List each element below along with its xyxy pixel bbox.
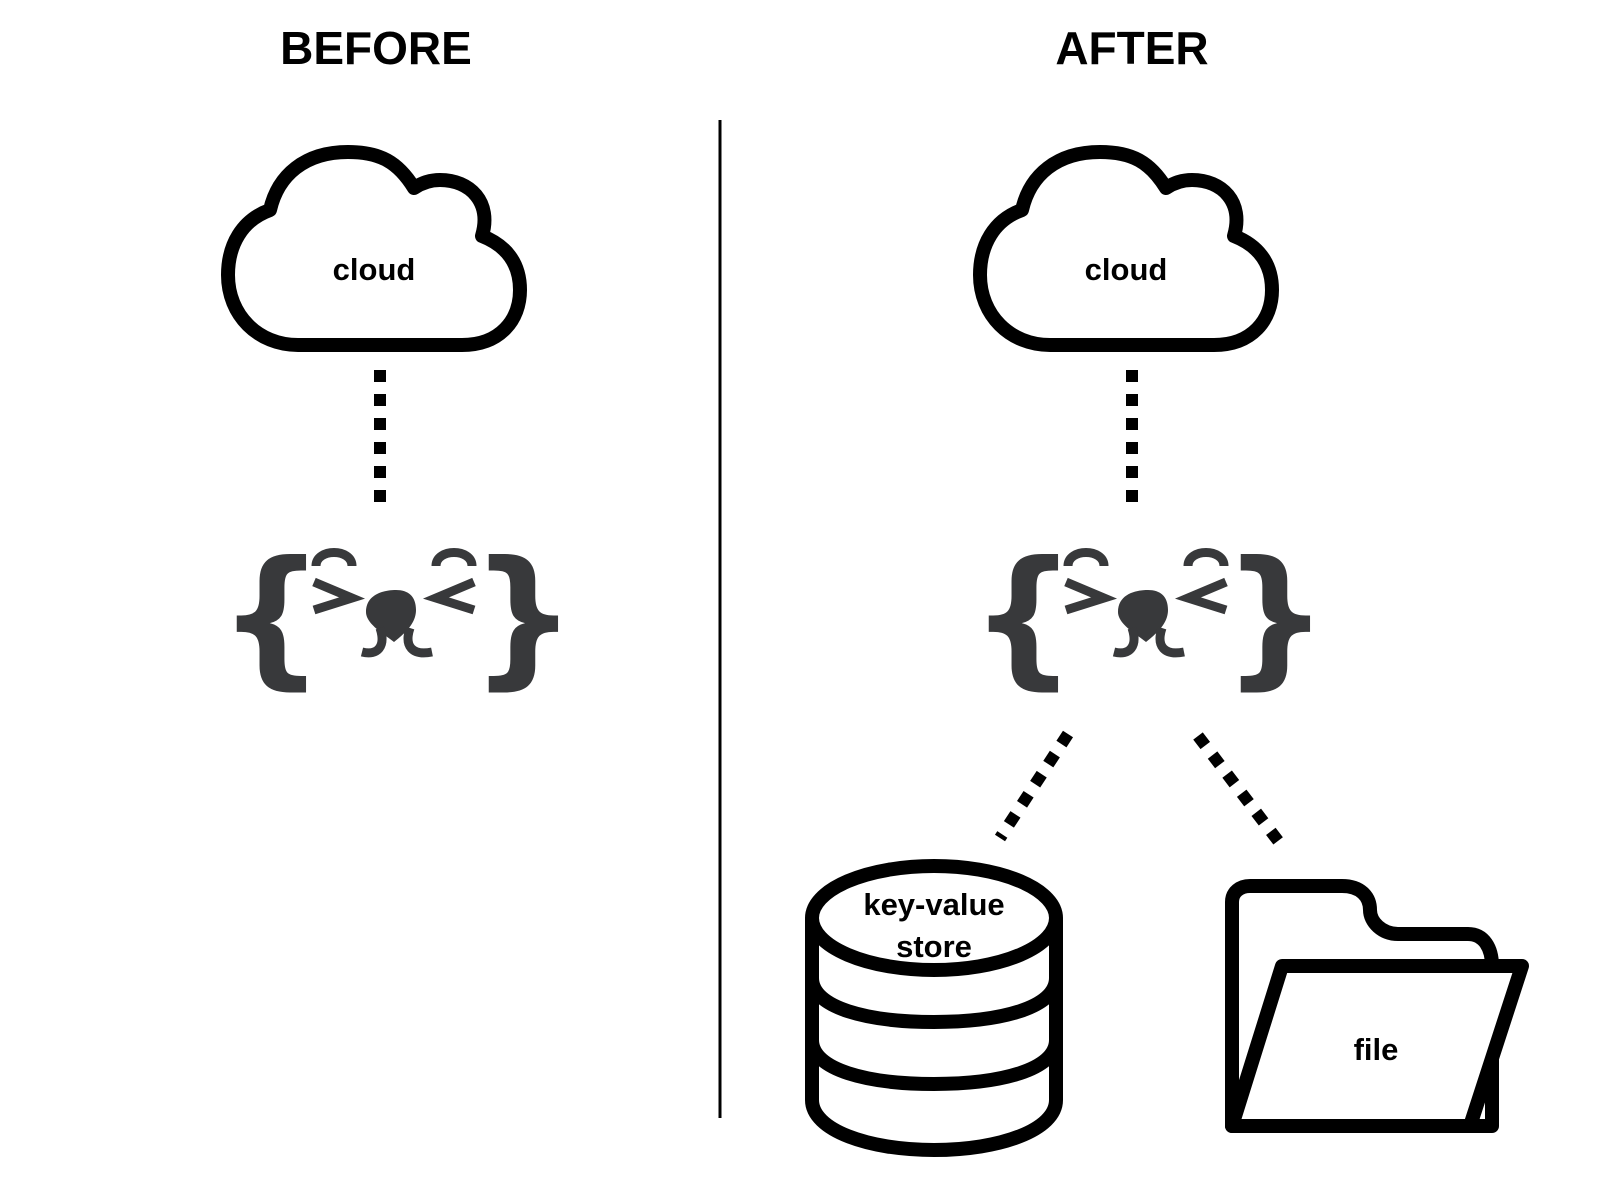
before-mascot-icon (218, 530, 577, 704)
mascot-to-file-connector (1193, 732, 1287, 850)
before-cloud-icon (228, 152, 520, 345)
after-heading: AFTER (1055, 22, 1208, 74)
after-mascot-icon (970, 530, 1329, 704)
mascot-to-store-connector (994, 730, 1074, 842)
open-folder-icon (1225, 879, 1529, 1133)
before-cloud-label: cloud (333, 252, 416, 287)
store-label-line1: key-value (863, 887, 1004, 922)
file-label: file (1354, 1032, 1399, 1067)
store-label-line2: store (896, 929, 972, 964)
after-cloud-label: cloud (1085, 252, 1168, 287)
before-heading: BEFORE (280, 22, 472, 74)
database-cylinder-icon (805, 859, 1063, 1157)
after-cloud-icon (980, 152, 1272, 345)
